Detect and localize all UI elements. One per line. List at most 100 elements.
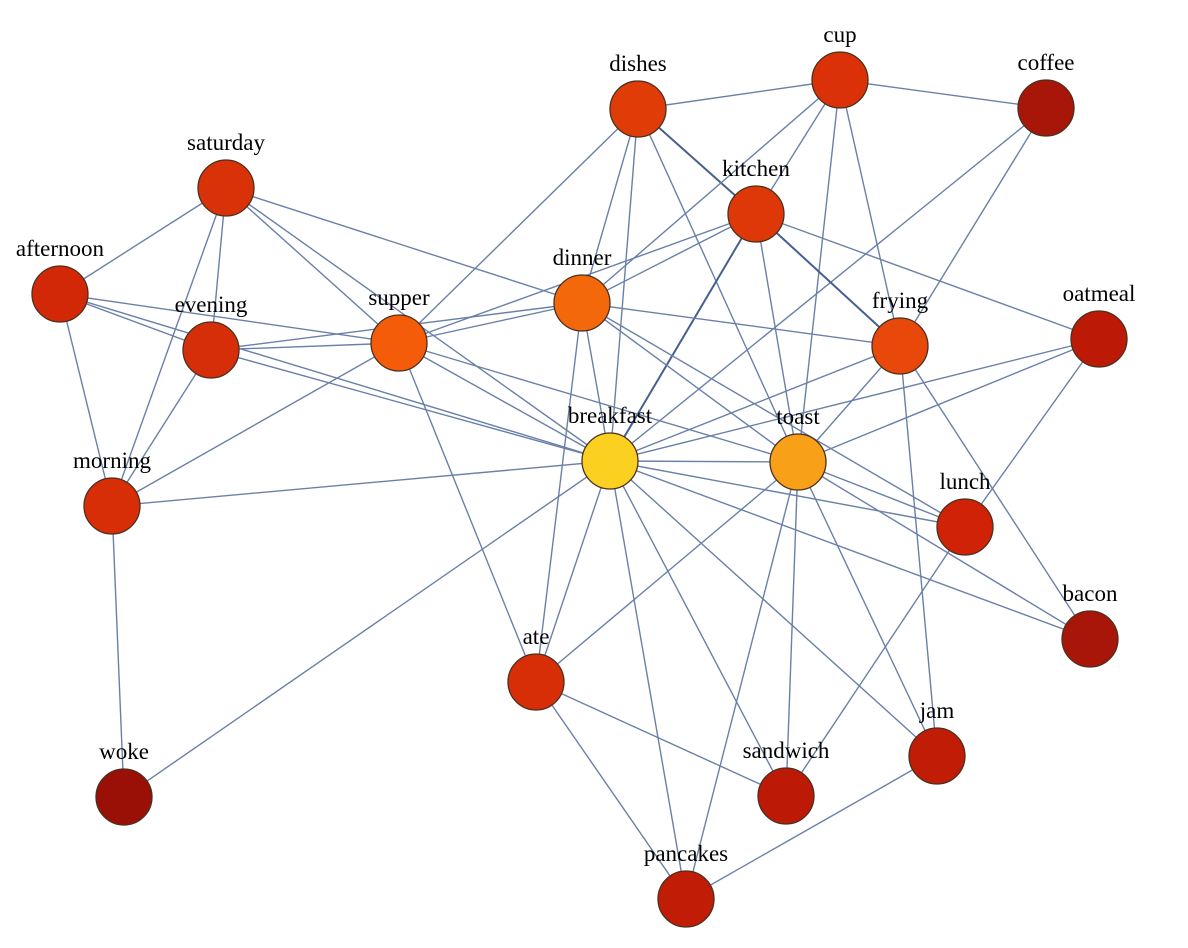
node-circle[interactable] xyxy=(757,767,815,825)
edge-kitchen-frying xyxy=(755,213,901,347)
node-label: cup xyxy=(823,22,856,47)
node-circle[interactable] xyxy=(370,314,428,372)
edge-evening-supper xyxy=(210,342,400,351)
edges-layer xyxy=(59,79,1100,900)
node-coffee[interactable]: coffee xyxy=(1017,50,1075,137)
node-label: dinner xyxy=(553,245,612,270)
node-circle[interactable] xyxy=(727,185,785,243)
edge-saturday-dinner xyxy=(225,187,583,304)
node-label: breakfast xyxy=(568,403,653,428)
node-oatmeal[interactable]: oatmeal xyxy=(1063,281,1136,368)
node-label: morning xyxy=(73,448,151,473)
edge-breakfast-lunch xyxy=(609,460,966,528)
node-circle[interactable] xyxy=(182,321,240,379)
node-frying[interactable]: frying xyxy=(871,288,929,375)
edge-cup-dinner xyxy=(581,79,841,304)
node-evening[interactable]: evening xyxy=(175,292,248,379)
node-label: toast xyxy=(776,404,820,429)
edge-kitchen-breakfast xyxy=(609,213,757,462)
node-circle[interactable] xyxy=(657,870,715,928)
edge-oatmeal-breakfast xyxy=(609,338,1100,462)
edge-dinner-ate xyxy=(535,302,583,683)
node-lunch[interactable]: lunch xyxy=(936,469,994,556)
node-label: evening xyxy=(175,292,248,317)
edge-dishes-toast xyxy=(637,108,799,463)
node-morning[interactable]: morning xyxy=(73,448,151,535)
node-saturday[interactable]: saturday xyxy=(187,130,265,217)
node-ate[interactable]: ate xyxy=(507,624,565,711)
node-circle[interactable] xyxy=(1017,79,1075,137)
edge-dishes-breakfast xyxy=(609,108,639,462)
edge-toast-pancakes xyxy=(685,461,799,900)
edge-breakfast-jam xyxy=(609,460,938,757)
node-cup[interactable]: cup xyxy=(811,22,869,109)
node-label: saturday xyxy=(187,130,265,155)
node-circle[interactable] xyxy=(197,159,255,217)
node-circle[interactable] xyxy=(811,51,869,109)
edge-frying-breakfast xyxy=(609,345,901,462)
node-circle[interactable] xyxy=(581,432,639,490)
edge-afternoon-morning xyxy=(59,293,113,507)
edge-breakfast-pancakes xyxy=(609,460,687,900)
node-circle[interactable] xyxy=(908,727,966,785)
node-label: pancakes xyxy=(644,841,728,866)
node-label: coffee xyxy=(1017,50,1074,75)
edge-supper-morning xyxy=(111,342,400,507)
node-sandwich[interactable]: sandwich xyxy=(743,738,830,825)
edge-oatmeal-lunch xyxy=(964,338,1100,528)
node-jam[interactable]: jam xyxy=(908,698,966,785)
edge-supper-toast xyxy=(398,342,799,463)
node-circle[interactable] xyxy=(553,274,611,332)
edge-afternoon-supper xyxy=(59,293,400,344)
edge-dinner-frying xyxy=(581,302,901,347)
edge-oatmeal-toast xyxy=(797,338,1100,463)
node-kitchen[interactable]: kitchen xyxy=(722,156,790,243)
node-circle[interactable] xyxy=(609,80,667,138)
node-circle[interactable] xyxy=(83,477,141,535)
node-label: sandwich xyxy=(743,738,830,763)
node-dinner[interactable]: dinner xyxy=(553,245,612,332)
edge-dishes-supper xyxy=(398,108,639,344)
edge-toast-sandwich xyxy=(785,461,799,797)
edge-ate-sandwich xyxy=(535,681,787,797)
node-label: lunch xyxy=(939,469,991,494)
node-circle[interactable] xyxy=(31,265,89,323)
node-supper[interactable]: supper xyxy=(368,285,430,372)
node-circle[interactable] xyxy=(936,498,994,556)
node-dishes[interactable]: dishes xyxy=(609,51,667,138)
edge-evening-morning xyxy=(111,349,212,507)
node-circle[interactable] xyxy=(95,768,153,826)
node-circle[interactable] xyxy=(1070,310,1128,368)
node-breakfast[interactable]: breakfast xyxy=(568,403,653,490)
node-woke[interactable]: woke xyxy=(95,739,153,826)
node-circle[interactable] xyxy=(507,653,565,711)
edge-breakfast-sandwich xyxy=(609,460,787,797)
edge-dishes-dinner xyxy=(581,108,639,304)
node-label: dishes xyxy=(609,51,667,76)
edge-afternoon-breakfast xyxy=(59,293,611,462)
edge-ate-pancakes xyxy=(535,681,687,900)
node-circle[interactable] xyxy=(1061,610,1119,668)
edge-dishes-cup xyxy=(637,79,841,110)
edge-kitchen-toast xyxy=(755,213,799,463)
node-toast[interactable]: toast xyxy=(769,404,827,491)
node-label: woke xyxy=(99,739,149,764)
edge-cup-coffee xyxy=(839,79,1047,109)
edge-toast-ate xyxy=(535,461,799,683)
node-circle[interactable] xyxy=(769,433,827,491)
edge-coffee-frying xyxy=(899,107,1047,347)
edge-lunch-sandwich xyxy=(785,526,966,797)
node-label: kitchen xyxy=(722,156,790,181)
edge-coffee-breakfast xyxy=(609,107,1047,462)
node-bacon[interactable]: bacon xyxy=(1061,581,1119,668)
nodes-layer: dishes cup coffee saturday kitchen afternoon d… xyxy=(16,22,1136,928)
node-label: oatmeal xyxy=(1063,281,1136,306)
node-circle[interactable] xyxy=(871,317,929,375)
edge-breakfast-woke xyxy=(123,460,611,798)
edge-breakfast-ate xyxy=(535,460,611,683)
edge-saturday-afternoon xyxy=(59,187,227,295)
node-label: afternoon xyxy=(16,236,105,261)
node-afternoon[interactable]: afternoon xyxy=(16,236,105,323)
node-pancakes[interactable]: pancakes xyxy=(644,841,728,928)
